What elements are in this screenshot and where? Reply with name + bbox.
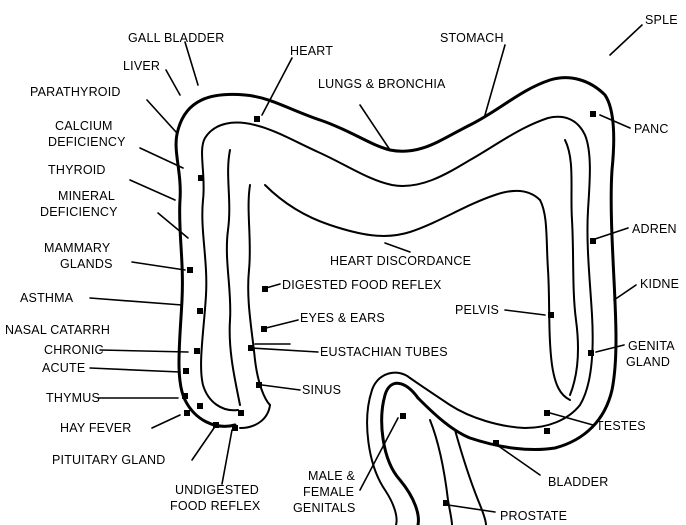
undigested-line xyxy=(222,430,232,484)
asthma-point xyxy=(197,308,203,314)
chronic-line xyxy=(100,350,188,352)
label-pituitary-gland: PITUITARY GLAND xyxy=(52,453,165,467)
label-mineral-1: MINERAL xyxy=(58,189,115,203)
label-pancreas: PANC xyxy=(634,122,669,136)
genital-gland-line xyxy=(596,345,624,352)
label-chronic: CHRONIC xyxy=(44,343,104,357)
heart-discordance-line xyxy=(385,243,410,252)
heart-point xyxy=(254,116,260,122)
label-gall-bladder: GALL BLADDER xyxy=(128,31,224,45)
sinus-point-2 xyxy=(238,410,244,416)
reflex-points xyxy=(182,111,596,506)
label-calcium-1: CALCIUM xyxy=(55,119,113,133)
label-undigested-1: UNDIGESTED xyxy=(175,483,259,497)
label-parathyroid: PARATHYROID xyxy=(30,85,121,99)
thymus-point xyxy=(182,393,188,399)
label-liver: LIVER xyxy=(123,59,160,73)
label-hay-fever: HAY FEVER xyxy=(60,421,132,435)
kidneys-line xyxy=(614,285,636,300)
label-sinus: SINUS xyxy=(302,383,341,397)
label-mineral-2: DEFICIENCY xyxy=(40,205,118,219)
asthma-line xyxy=(90,298,182,305)
label-eyes-ears: EYES & EARS xyxy=(300,311,385,325)
label-pelvis: PELVIS xyxy=(455,303,499,317)
gall-bladder-line xyxy=(185,42,198,85)
digested-food-line xyxy=(266,284,280,288)
label-genital-glands-2: GLAND xyxy=(626,355,670,369)
transverse-fold-1 xyxy=(265,185,540,236)
label-genitals-1: MALE & xyxy=(308,469,356,483)
spleen-line xyxy=(610,25,642,55)
eyes-ears-point xyxy=(261,326,267,332)
testes-point xyxy=(544,410,550,416)
adrenal-line xyxy=(592,228,628,240)
label-genital-glands-1: GENITA xyxy=(628,339,675,353)
rectum-inner xyxy=(367,373,410,525)
label-nasal-catarrh: NASAL CATARRH xyxy=(5,323,110,337)
pelvis-point xyxy=(548,312,554,318)
label-asthma: ASTHMA xyxy=(20,291,74,305)
label-mammary-1: MAMMARY xyxy=(44,241,111,255)
label-bladder: BLADDER xyxy=(548,475,608,489)
label-calcium-2: DEFICIENCY xyxy=(48,135,126,149)
prostate-line xyxy=(448,505,495,512)
parathyroid-line xyxy=(147,100,176,132)
label-testes: TESTES xyxy=(596,419,646,433)
leader-lines xyxy=(90,25,642,512)
label-thyroid: THYROID xyxy=(48,163,106,177)
bladder-point-2 xyxy=(544,428,550,434)
undigested-food-point xyxy=(232,425,238,431)
mineral-line xyxy=(158,213,188,238)
colon-left-limb-outer-close xyxy=(240,405,270,428)
thyroid-point xyxy=(198,175,204,181)
colon-left-limb-inner-2 xyxy=(248,185,270,405)
pituitary-line xyxy=(192,428,214,460)
chronic-point xyxy=(194,348,200,354)
label-stomach: STOMACH xyxy=(440,31,504,45)
label-eustachian-tubes: EUSTACHIAN TUBES xyxy=(320,345,448,359)
label-genitals-2: FEMALE xyxy=(303,485,354,499)
label-kidneys: KIDNE xyxy=(640,277,679,291)
rectum-outer xyxy=(382,383,419,525)
label-heart: HEART xyxy=(290,44,333,58)
acute-point xyxy=(183,368,189,374)
label-heart-discordance: HEART DISCORDANCE xyxy=(330,254,471,268)
right-limb-inner xyxy=(565,140,578,395)
label-adrenals: ADREN xyxy=(632,222,677,236)
label-acute: ACUTE xyxy=(42,361,85,375)
label-genitals-3: GENITALS xyxy=(293,501,356,515)
hay-fever-line xyxy=(152,415,180,428)
transverse-fold-2 xyxy=(540,200,570,400)
rectum-inner-2 xyxy=(430,420,452,525)
labels: GALL BLADDER HEART STOMACH SPLE LIVER PA… xyxy=(5,13,679,523)
pituitary-point xyxy=(213,422,219,428)
pelvis-line xyxy=(505,310,545,315)
pancreas-line xyxy=(600,115,630,128)
mammary-line xyxy=(132,262,185,270)
label-digested-food-reflex: DIGESTED FOOD REFLEX xyxy=(282,278,442,292)
male-female-genitals-point xyxy=(400,413,406,419)
sinus-line xyxy=(262,385,300,390)
label-prostate: PROSTATE xyxy=(500,509,567,523)
liver-line xyxy=(166,70,180,95)
colon-left-limb-inner xyxy=(227,150,240,405)
label-lungs-bronchia: LUNGS & BRONCHIA xyxy=(318,77,446,91)
eustachian-line xyxy=(250,348,318,352)
thymus-point-2 xyxy=(197,403,203,409)
label-spleen: SPLE xyxy=(645,13,678,27)
mammary-point xyxy=(187,267,193,273)
label-undigested-2: FOOD REFLEX xyxy=(170,499,261,513)
pancreas-point xyxy=(590,111,596,117)
label-mammary-2: GLANDS xyxy=(60,257,113,271)
sinus-point xyxy=(256,382,262,388)
genital-gland-point xyxy=(588,350,594,356)
hay-fever-point xyxy=(184,410,190,416)
thyroid-line xyxy=(130,180,175,200)
acute-line xyxy=(90,368,180,372)
eyes-ears-line xyxy=(266,320,298,328)
label-thymus: THYMUS xyxy=(46,391,100,405)
